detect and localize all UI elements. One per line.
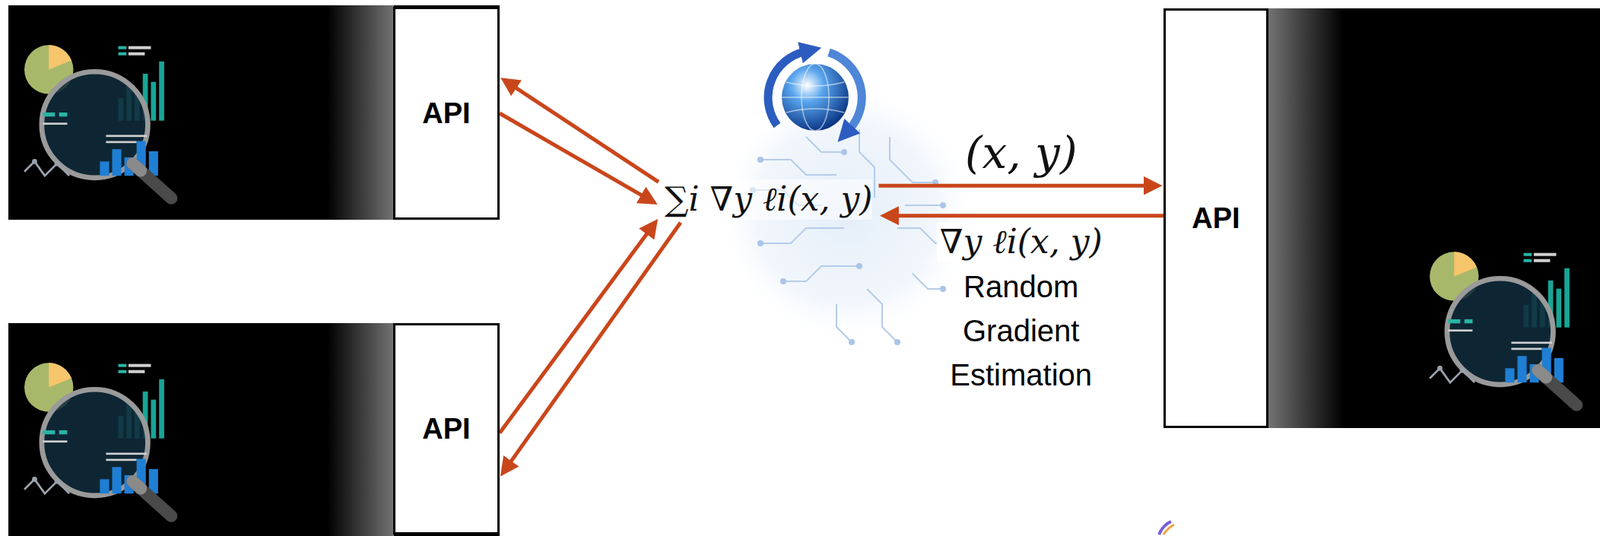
globe-icon bbox=[768, 51, 862, 131]
panel-shading bbox=[326, 323, 394, 536]
panel-shading bbox=[1267, 8, 1344, 429]
server-panel bbox=[1163, 8, 1600, 429]
server-panel bbox=[8, 5, 500, 220]
flow-arrow bbox=[499, 113, 643, 197]
edge-label: ∇y ℓi(x, y) bbox=[936, 222, 1106, 263]
note-text: Random Gradient Estimation bbox=[926, 264, 1117, 397]
api-box: API bbox=[1163, 8, 1269, 429]
panel-shading bbox=[326, 5, 394, 220]
dashboard-icon bbox=[24, 44, 172, 198]
logo-mark bbox=[1158, 521, 1175, 535]
formula-text: ∑i ∇y ℓi(x, y) bbox=[664, 179, 873, 220]
flow-arrow bbox=[510, 222, 681, 464]
flow-arrow bbox=[499, 232, 648, 434]
dashboard-icon bbox=[1429, 251, 1577, 405]
api-label: API bbox=[422, 412, 470, 446]
edge-label: (x, y) bbox=[961, 126, 1081, 181]
formula-node: ∑i ∇y ℓi(x, y) bbox=[658, 176, 879, 223]
api-box: API bbox=[393, 6, 500, 220]
api-box: API bbox=[393, 323, 500, 535]
api-label: API bbox=[1191, 202, 1240, 235]
flow-arrow bbox=[896, 213, 1164, 218]
flow-arrow bbox=[878, 184, 1146, 188]
api-label: API bbox=[422, 97, 470, 131]
server-panel bbox=[8, 323, 500, 536]
dashboard-icon bbox=[24, 362, 172, 516]
